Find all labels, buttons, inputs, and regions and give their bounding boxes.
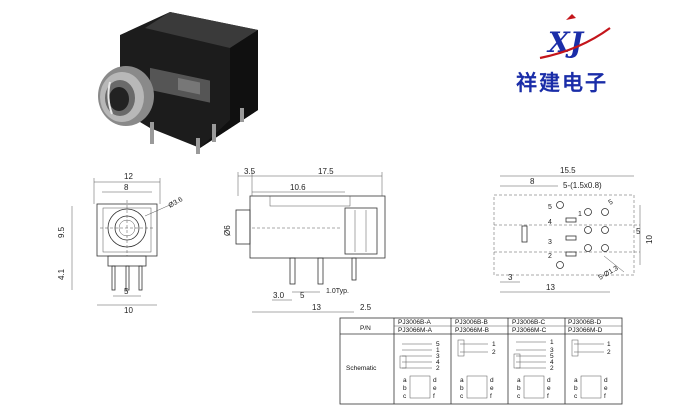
pin-c-3: 4 [550, 359, 554, 366]
fp-c-f: f [547, 393, 549, 400]
dim-pcb-first-col: 8 [530, 177, 535, 186]
pin-a-0: 5 [436, 341, 440, 348]
fp-a-e: e [433, 385, 437, 392]
fp-d-b: b [574, 385, 578, 392]
fp-a-f: f [433, 393, 435, 400]
schematic-col-b: PJ3006B-B PJ3066M-B 1 2 a b c d e f [455, 319, 496, 400]
pad-label-2: 4 [548, 219, 552, 226]
fp-b-d: d [490, 377, 494, 384]
fp-b-c: c [460, 393, 464, 400]
pcb-layout-drawing: 5 1 4 3 2 15.5 8 5-(1.5x0.8) 5 5 10 5-Ø1… [493, 166, 654, 293]
pn-bottom-b: PJ3066M-B [455, 327, 489, 334]
fp-b-b: b [460, 385, 464, 392]
fp-b-e: e [490, 385, 494, 392]
schematic-col-d: PJ3006B-D PJ3066M-D 1 2 a b c d e f [568, 319, 611, 400]
pn-bottom-a: PJ3066M-A [398, 327, 433, 334]
fp-b-f: f [490, 393, 492, 400]
fp-a-c: c [403, 393, 407, 400]
fp-c-b: b [517, 385, 521, 392]
fp-c-c: c [517, 393, 521, 400]
dim-front-pins: 4.1 [57, 268, 66, 280]
dim-side-pin-offset: 3.0 [273, 291, 285, 300]
fp-a-d: d [433, 377, 437, 384]
dim-pcb-left: 3 [508, 273, 513, 282]
pin-a-4: 2 [436, 365, 440, 372]
dim-front-bottom: 10 [124, 306, 133, 315]
pn-top-b: PJ3006B-B [455, 319, 488, 326]
fp-c-a: a [517, 377, 521, 384]
pn-bottom-d: PJ3066M-D [568, 327, 603, 334]
header-pn: P/N [360, 325, 371, 332]
dim-front-hole: Ø3.6 [168, 196, 185, 210]
fp-a-a: a [403, 377, 407, 384]
schematic-col-a: PJ3006B-A PJ3066M-A 5 1 3 4 2 a b c d e … [398, 319, 440, 400]
dim-side-total: 17.5 [318, 167, 334, 176]
pn-bottom-c: PJ3066M-C [512, 327, 547, 334]
fp-a-b: b [403, 385, 407, 392]
side-view-drawing: 3.5 17.5 10.6 Ø6 3.0 5 1.0Typ. 13 2.5 [223, 167, 386, 313]
fp-c-e: e [547, 385, 551, 392]
logo-letters: XJ [546, 26, 585, 59]
company-name: 祥建电子 [516, 70, 608, 95]
dim-pcb-base: 13 [546, 283, 555, 292]
pin-c-0: 1 [550, 339, 554, 346]
dim-pcb-overall: 15.5 [560, 166, 576, 175]
pad-label-0: 5 [548, 204, 552, 211]
dim-pcb-height: 10 [645, 235, 654, 244]
pn-top-a: PJ3006B-A [398, 319, 432, 326]
schematic-col-c: PJ3006B-C PJ3066M-C 1 3 5 4 2 a b c d e … [512, 319, 554, 400]
pin-b-1: 2 [492, 349, 496, 356]
pin-c-4: 2 [550, 365, 554, 372]
fp-d-c: c [574, 393, 578, 400]
dim-front-height: 9.5 [57, 226, 66, 238]
dim-front-width-outer: 12 [124, 172, 133, 181]
dim-pcb-pitch: 5 [608, 199, 615, 207]
pin-c-1: 3 [550, 347, 554, 354]
product-photo [98, 12, 258, 154]
fp-b-a: a [460, 377, 464, 384]
pin-a-3: 4 [436, 359, 440, 366]
dim-side-tail: 2.5 [360, 303, 372, 312]
company-logo: XJ 祥建电子 [516, 14, 611, 95]
fp-d-a: a [574, 377, 578, 384]
front-view-drawing: 12 8 Ø3.6 9.5 4.1 5 10 [57, 172, 184, 315]
pad-label-4: 2 [548, 253, 552, 260]
fp-c-d: d [547, 377, 551, 384]
dim-pcb-holes: 5-Ø1.3 [598, 265, 620, 282]
dim-front-pitch: 5 [124, 287, 129, 296]
pcb-pads [521, 201, 609, 269]
schematic-table: P/N Schematic PJ3006B-A PJ3066M-A 5 1 3 … [339, 317, 623, 405]
pn-top-d: PJ3006B-D [568, 319, 602, 326]
fp-d-e: e [604, 385, 608, 392]
dim-side-body: 10.6 [290, 183, 306, 192]
pin-c-2: 5 [550, 353, 554, 360]
dim-side-pin-width: 1.0Typ. [326, 288, 349, 295]
dim-side-base: 13 [312, 303, 321, 312]
pin-b-0: 1 [492, 341, 496, 348]
pin-d-0: 1 [607, 341, 611, 348]
dim-pcb-row-pitch: 5 [636, 227, 641, 236]
header-schematic: Schematic [346, 365, 377, 372]
fp-d-f: f [604, 393, 606, 400]
pin-d-1: 2 [607, 349, 611, 356]
pad-label-1: 1 [578, 211, 582, 218]
fp-d-d: d [604, 377, 608, 384]
dim-pcb-slot: 5-(1.5x0.8) [563, 181, 602, 190]
dim-front-width-inner: 8 [124, 183, 129, 192]
dim-side-bore: Ø6 [223, 225, 232, 236]
pn-top-c: PJ3006B-C [512, 319, 546, 326]
pad-label-3: 3 [548, 239, 552, 246]
pin-a-2: 3 [436, 353, 440, 360]
dim-side-pin-spacing: 5 [300, 291, 305, 300]
dim-side-offset: 3.5 [244, 167, 256, 176]
pin-a-1: 1 [436, 347, 440, 354]
